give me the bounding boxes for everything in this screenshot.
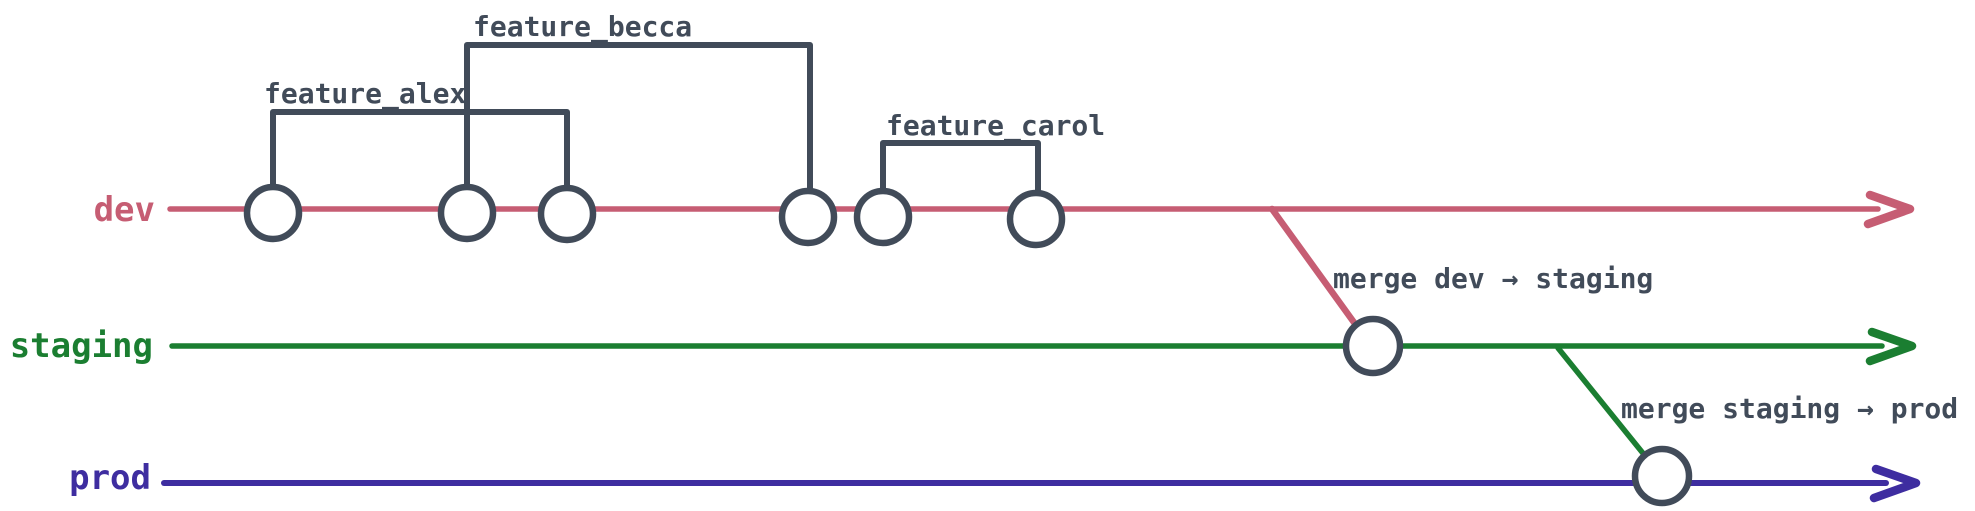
dev-arrowhead-icon — [1863, 190, 1915, 229]
feature-alex-label: feature_alex — [264, 77, 466, 110]
merge-commit-nodes — [1342, 315, 1693, 507]
dev-branch-label: dev — [94, 190, 155, 230]
commit-node-4 — [778, 187, 838, 247]
merge-edges: merge dev → staging merge staging → prod — [1268, 205, 1958, 460]
commit-node-5 — [853, 187, 913, 247]
feature-brackets: feature_alex feature_becca feature_carol — [264, 10, 1105, 196]
prod-branch-label: prod — [69, 458, 151, 498]
commit-node-6 — [1006, 189, 1066, 249]
feature-alex-bracket — [270, 109, 570, 192]
merge-staging-to-prod-edge — [1555, 345, 1649, 460]
prod-arrowhead-icon — [1869, 464, 1921, 503]
branch-staging: staging — [10, 326, 1917, 366]
staging-branch-label: staging — [10, 326, 153, 366]
commit-node-1 — [243, 183, 303, 243]
merge-commit-staging — [1342, 315, 1404, 377]
commit-node-3 — [537, 184, 597, 244]
merge-commit-prod — [1631, 445, 1693, 507]
merge-staging-prod-label: merge staging → prod — [1621, 392, 1958, 425]
commit-node-2 — [437, 183, 497, 243]
feature-carol-label: feature_carol — [886, 109, 1105, 142]
feature-carol-bracket — [880, 140, 1041, 196]
feature-becca-bracket — [464, 42, 813, 195]
branch-prod: prod — [69, 458, 1921, 503]
dev-commit-nodes — [243, 183, 1066, 249]
branch-dev: dev — [94, 190, 1915, 230]
staging-arrowhead-icon — [1865, 327, 1917, 366]
merge-dev-to-staging-edge — [1268, 205, 1362, 332]
feature-becca-label: feature_becca — [473, 10, 692, 43]
merge-dev-staging-label: merge dev → staging — [1333, 262, 1653, 295]
